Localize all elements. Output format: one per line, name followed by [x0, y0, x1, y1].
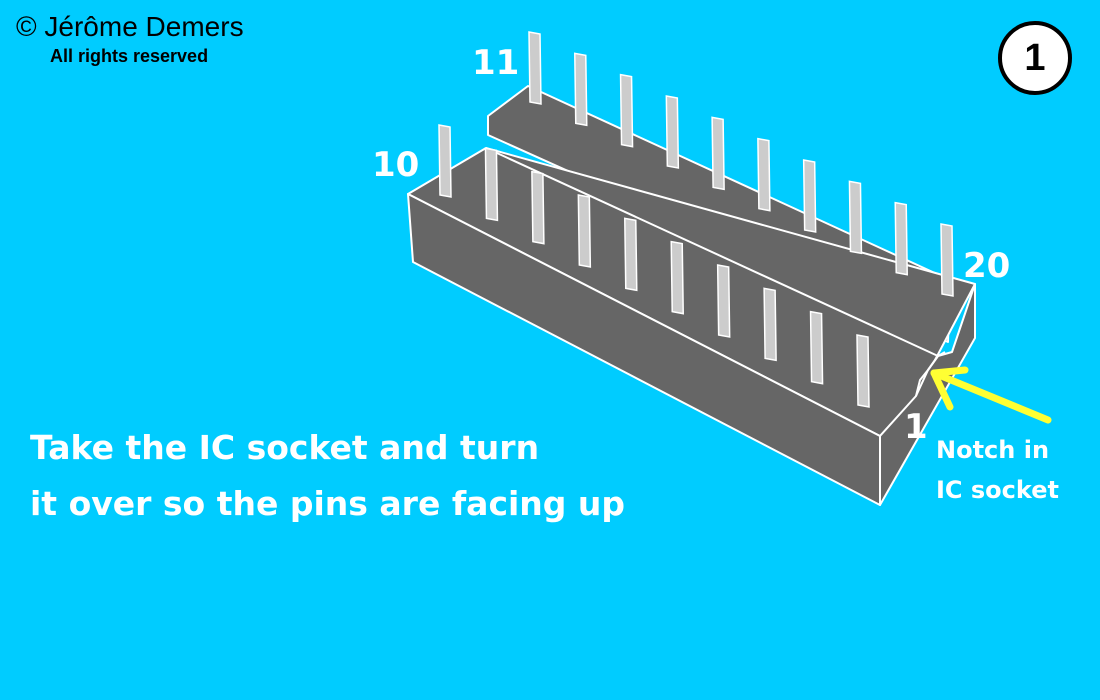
- front-row-pin-9: [809, 310, 824, 385]
- front-row-pin-10: [856, 334, 870, 408]
- front-row-pin-5: [624, 217, 638, 292]
- socket-channel: [485, 147, 939, 357]
- back-row-pin-2: [574, 52, 588, 127]
- pin-20-label: 20: [963, 246, 1011, 286]
- back-row-pin-8: [848, 180, 863, 255]
- socket-notch: [915, 351, 946, 397]
- front-row-pin-1: [438, 124, 452, 198]
- pin-1-label: 1: [904, 407, 928, 447]
- front-row-pin-7: [716, 264, 731, 338]
- socket-end-face: [879, 283, 976, 506]
- pin-11-label: 11: [472, 43, 520, 83]
- copyright-text: © Jérôme Demers: [16, 11, 244, 42]
- back-row-pin-6: [757, 137, 771, 212]
- front-row-pin-2: [484, 147, 499, 222]
- pins: [438, 31, 954, 408]
- back-row-pin-10: [940, 223, 954, 297]
- back-row-pin-4: [665, 95, 680, 169]
- notch-annotation-line-2: IC socket: [936, 476, 1059, 504]
- notch-annotation-line-1: Notch in: [936, 436, 1050, 464]
- front-row-pin-3: [531, 170, 545, 245]
- back-row-pin-9: [894, 201, 908, 276]
- step-number-badge: 1: [998, 21, 1072, 95]
- back-row-pin-3: [619, 73, 634, 148]
- rights-text: All rights reserved: [50, 46, 209, 66]
- back-row-pin-5: [711, 116, 725, 191]
- back-row-pin-1: [528, 31, 542, 105]
- instruction-text: Take the IC socket and turn it over so t…: [30, 420, 625, 532]
- pin-10-label: 10: [372, 145, 420, 185]
- ic-socket: [407, 85, 976, 506]
- front-row-pin-6: [670, 240, 684, 315]
- instruction-line-1: Take the IC socket and turn: [30, 428, 540, 467]
- arrow-icon: [930, 366, 1052, 424]
- notch-annotation: Notch in IC socket: [936, 430, 1059, 510]
- front-row-pin-4: [577, 194, 592, 268]
- front-row-pin-8: [763, 287, 777, 362]
- back-row-pin-7: [802, 159, 817, 233]
- instruction-line-2: it over so the pins are facing up: [30, 484, 626, 523]
